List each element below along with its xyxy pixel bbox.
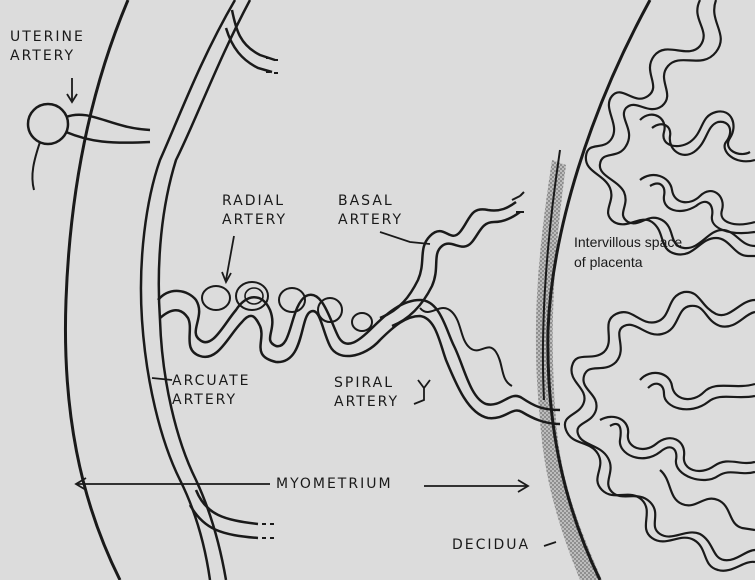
label-arcuate-artery: ARCUATE ARTERY bbox=[172, 372, 251, 410]
label-arcuate-artery-line1: ARCUATE bbox=[172, 372, 251, 391]
decidua-band-lower bbox=[540, 420, 602, 580]
label-decidua: DECIDUA bbox=[452, 536, 530, 555]
uterine-wall-outer bbox=[65, 0, 128, 580]
label-intervillous-space: Intervillous space of placenta bbox=[574, 232, 682, 272]
label-radial-artery-line2: ARTERY bbox=[222, 211, 287, 230]
label-myometrium: MYOMETRIUM bbox=[276, 475, 393, 494]
label-spiral-artery-line1: SPIRAL bbox=[334, 374, 399, 393]
label-basal-artery-line2: ARTERY bbox=[338, 211, 403, 230]
uterine-artery-vessel bbox=[28, 104, 150, 190]
arcuate-artery-vessel bbox=[141, 0, 275, 580]
label-spiral-artery-line2: ARTERY bbox=[334, 393, 399, 412]
placental-villi bbox=[565, 0, 755, 571]
label-uterine-artery-line2: ARTERY bbox=[10, 47, 85, 66]
label-uterine-artery: UTERINE ARTERY bbox=[10, 28, 85, 66]
label-radial-artery: RADIAL ARTERY bbox=[222, 192, 287, 230]
label-spiral-artery: SPIRAL ARTERY bbox=[334, 374, 399, 412]
label-intervillous-space-line2: of placenta bbox=[574, 252, 682, 272]
label-uterine-artery-line1: UTERINE bbox=[10, 28, 85, 47]
label-basal-artery: BASAL ARTERY bbox=[338, 192, 403, 230]
label-intervillous-space-line1: Intervillous space bbox=[574, 232, 682, 252]
label-basal-artery-line1: BASAL bbox=[338, 192, 403, 211]
vessel-dashes bbox=[262, 58, 278, 538]
label-radial-artery-line1: RADIAL bbox=[222, 192, 287, 211]
label-arcuate-artery-line2: ARTERY bbox=[172, 391, 251, 410]
